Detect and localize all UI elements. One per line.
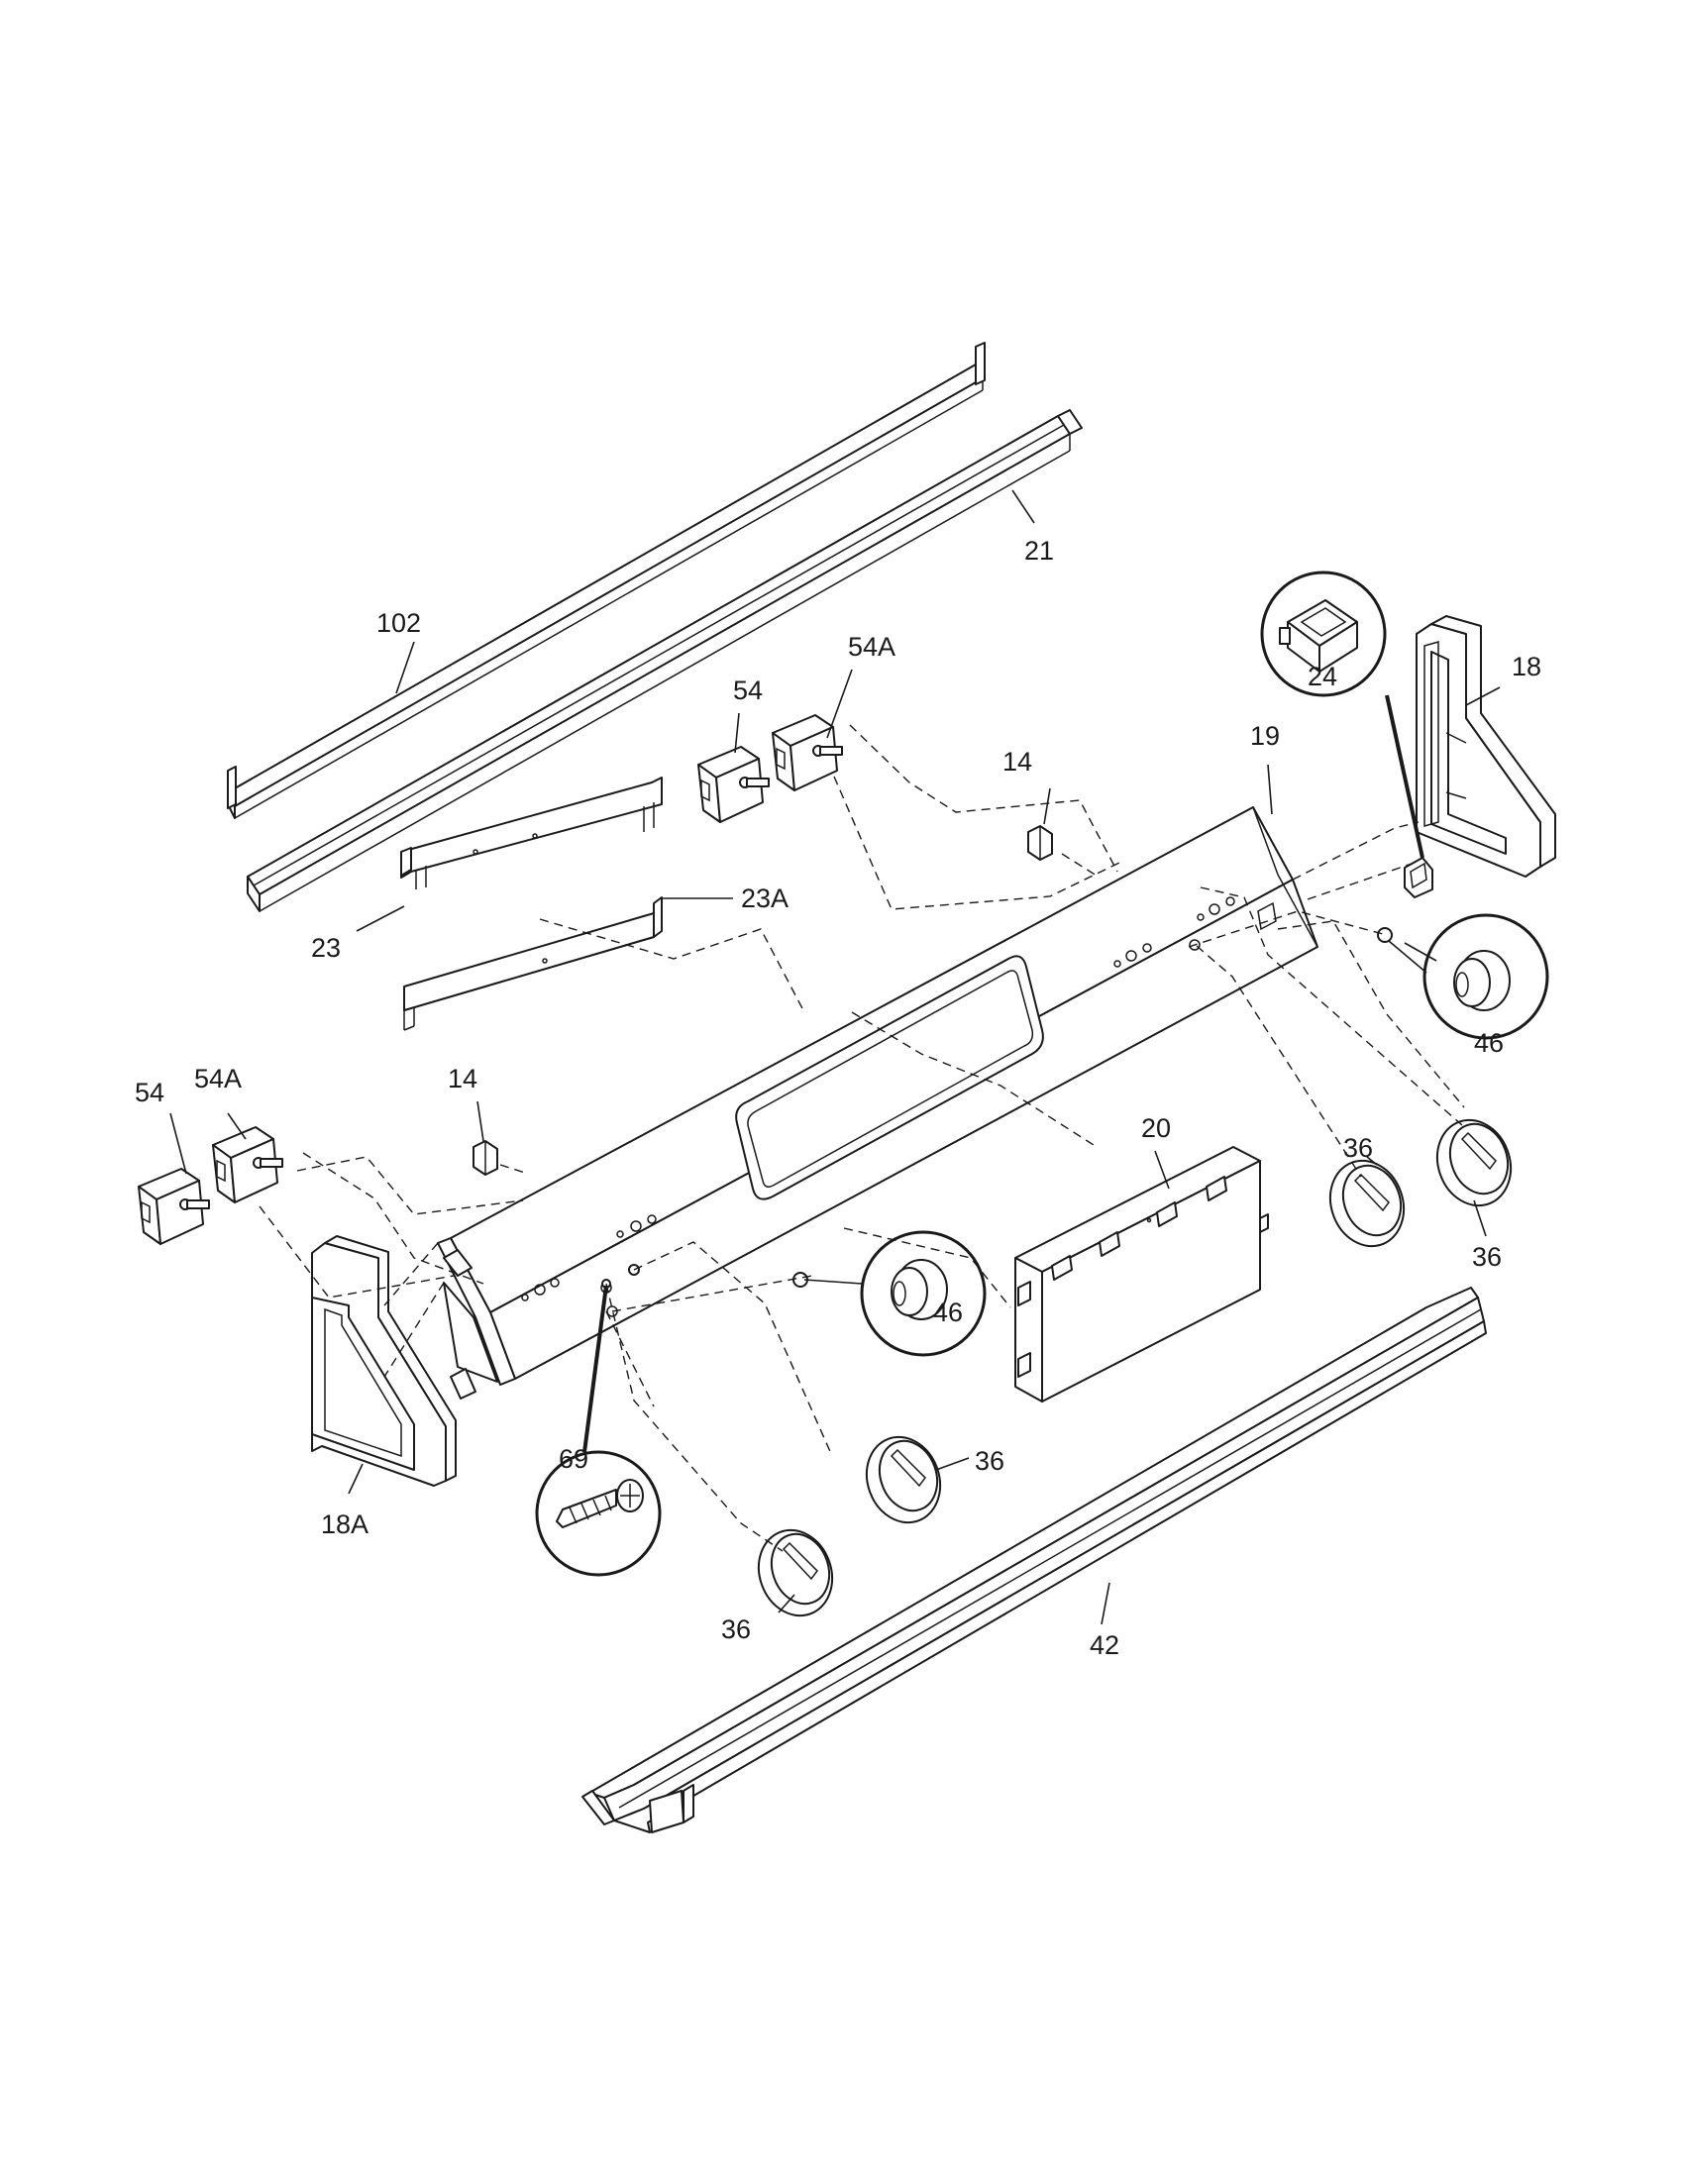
part-54-switch-top — [697, 746, 770, 823]
part-54A-switch-top — [772, 714, 843, 791]
callout-labels: 102 21 54 54A 14 19 24 18 23 23A 54 54A … — [135, 536, 1541, 1660]
part-23A-bracket — [403, 896, 663, 1031]
part-36-knob-right-2 — [1435, 1118, 1513, 1207]
callout-36-center-1: 36 — [975, 1446, 1004, 1476]
detail-24-rocker-switch — [1260, 571, 1387, 697]
part-54-switch-left — [138, 1168, 210, 1245]
part-20-control-board — [1014, 1146, 1269, 1403]
callout-36-right-2: 36 — [1472, 1242, 1502, 1272]
part-46-stem-right — [1377, 927, 1393, 943]
part-21-channel-rail — [247, 409, 1083, 912]
callout-19: 19 — [1250, 721, 1280, 751]
callout-14-left: 14 — [448, 1064, 477, 1093]
callout-46-right: 46 — [1474, 1028, 1504, 1058]
detail-46-knob-center — [860, 1230, 987, 1357]
part-42-lower-trim — [581, 1287, 1487, 1833]
callout-24: 24 — [1308, 662, 1337, 691]
part-18-end-cap — [1416, 615, 1556, 878]
assembly-dashed-lines — [259, 724, 1465, 1552]
callout-14-top: 14 — [1002, 747, 1032, 777]
callout-23A: 23A — [741, 884, 789, 913]
part-36-knob-center-1 — [865, 1435, 942, 1524]
callout-54A-left: 54A — [194, 1064, 242, 1093]
part-36-knob-right-1 — [1328, 1159, 1406, 1248]
callout-20: 20 — [1141, 1113, 1171, 1143]
callout-18A: 18A — [321, 1509, 368, 1539]
callout-102: 102 — [376, 608, 421, 638]
leader-lines — [169, 489, 1501, 1625]
part-14-clip-top — [1027, 825, 1053, 861]
part-14-clip-left — [473, 1140, 498, 1176]
callout-69: 69 — [559, 1444, 588, 1474]
part-23-bracket — [400, 777, 663, 889]
callout-42: 42 — [1090, 1630, 1119, 1660]
part-54A-switch-left — [212, 1126, 283, 1203]
callout-21: 21 — [1024, 536, 1054, 566]
callout-54-top: 54 — [733, 676, 763, 705]
callout-54-left: 54 — [135, 1078, 164, 1107]
callout-23: 23 — [311, 933, 341, 963]
callout-18: 18 — [1512, 652, 1541, 681]
callout-46-center: 46 — [933, 1298, 963, 1327]
part-102-trim-strip — [227, 342, 986, 819]
part-24-switch-installed — [1404, 857, 1433, 898]
part-36-knob-center-2 — [757, 1528, 834, 1617]
part-18A-end-cap — [311, 1235, 457, 1487]
callout-36-right-1: 36 — [1343, 1133, 1373, 1163]
detail-69-screw — [535, 1450, 662, 1577]
callout-36-center-2: 36 — [721, 1614, 751, 1644]
callout-54A-top: 54A — [848, 632, 895, 662]
detail-46-knob-right — [1422, 913, 1549, 1040]
